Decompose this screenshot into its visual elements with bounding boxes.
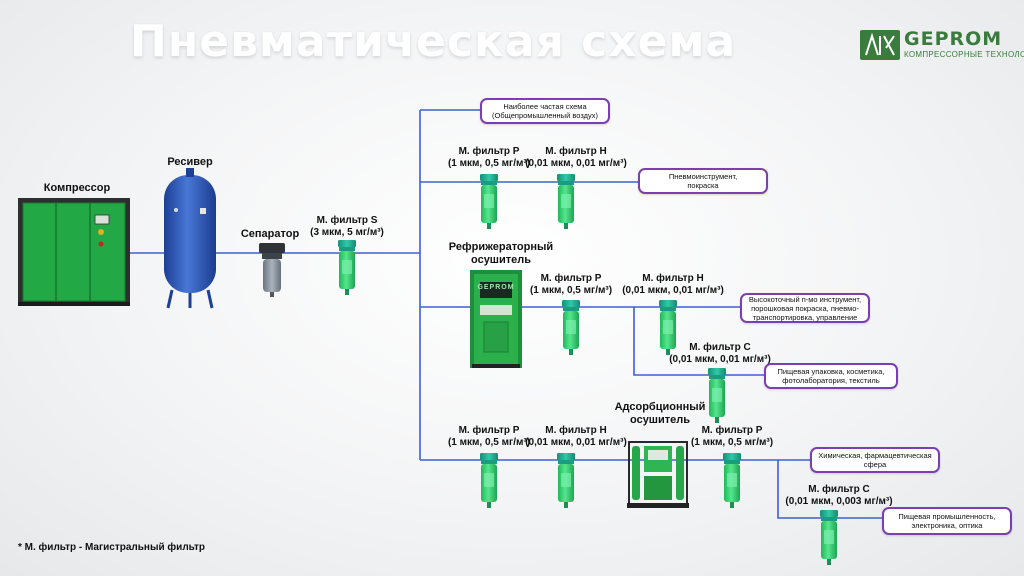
note-precision-tools: Высокоточный п-мо инструмент,порошковая … [740,293,870,323]
separator-unit [259,243,285,297]
filter-bot-h-label: М. фильтр H(0,01 мкм, 0,01 мг/м³) [525,425,627,448]
filter-s-icon [338,240,356,295]
filter-top-h-label: М. фильтр H(0,01 мкм, 0,01 мг/м³) [525,146,627,169]
filter-mid-p-icon [562,300,580,355]
note-common-scheme: Наиболее частая схема(Общепромышленный в… [480,98,610,124]
filter-mid-p-label: М. фильтр P(1 мкм, 0,5 мг/м³) [529,273,613,296]
brand-logo: GEPROM КОМПРЕССОРНЫЕ ТЕХНОЛОГИИ [860,28,1024,60]
separator-label: Сепаратор [240,228,300,240]
note-pneumatic-tools: Пневмоинструмент,покраска [638,168,768,194]
filter-bot-p1-label: М. фильтр P(1 мкм, 0,5 мг/м³) [447,425,531,448]
footnote: * М. фильтр - Магистральный фильтр [18,542,205,553]
brand-logo-mark [860,30,900,60]
compressor-label: Компрессор [43,182,111,194]
filter-bot-c-label: М. фильтр C(0,01 мкм, 0,003 мг/м³) [785,484,893,507]
filter-mid-c-label: М. фильтр C(0,01 мкм, 0,01 мг/м³) [669,342,771,365]
refrigerated-dryer-label: Рефрижераторный осушитель [448,241,554,266]
page-title: Пневматическая схема [130,16,737,67]
adsorption-dryer [627,441,689,508]
brand-name: GEPROM [904,28,1003,50]
pipe-branch-3-drop [777,460,882,519]
filter-s-label: М. фильтр S(3 мкм, 5 мг/м³) [310,215,384,238]
filter-bot-h-icon [557,453,575,508]
filter-bot-c-icon [820,510,838,565]
filter-top-p-label: М. фильтр P(1 мкм, 0,5 мг/м³) [447,146,531,169]
filter-bot-p1-icon [480,453,498,508]
filter-top-h-icon [557,174,575,229]
note-food-industry: Пищевая промышленность,электроника, опти… [882,507,1012,535]
filter-mid-h-label: М. фильтр H(0,01 мкм, 0,01 мг/м³) [622,273,724,296]
filter-top-p-icon [480,174,498,229]
adsorption-dryer-label: Адсорбционный осушитель [614,401,706,426]
refrigerated-dryer [470,270,522,368]
receiver-tank [164,168,216,309]
filter-bot-p2-label: М. фильтр P(1 мкм, 0,5 мг/м³) [690,425,774,448]
receiver-label: Ресивер [167,156,213,168]
dryer-brand-plate: GEPROM [477,284,515,291]
filter-bot-p2-icon [723,453,741,508]
brand-tagline: КОМПРЕССОРНЫЕ ТЕХНОЛОГИИ [904,50,1024,59]
note-food-packaging: Пищевая упаковка, косметика,фотолаборато… [764,363,898,389]
compressor-unit [18,198,130,306]
